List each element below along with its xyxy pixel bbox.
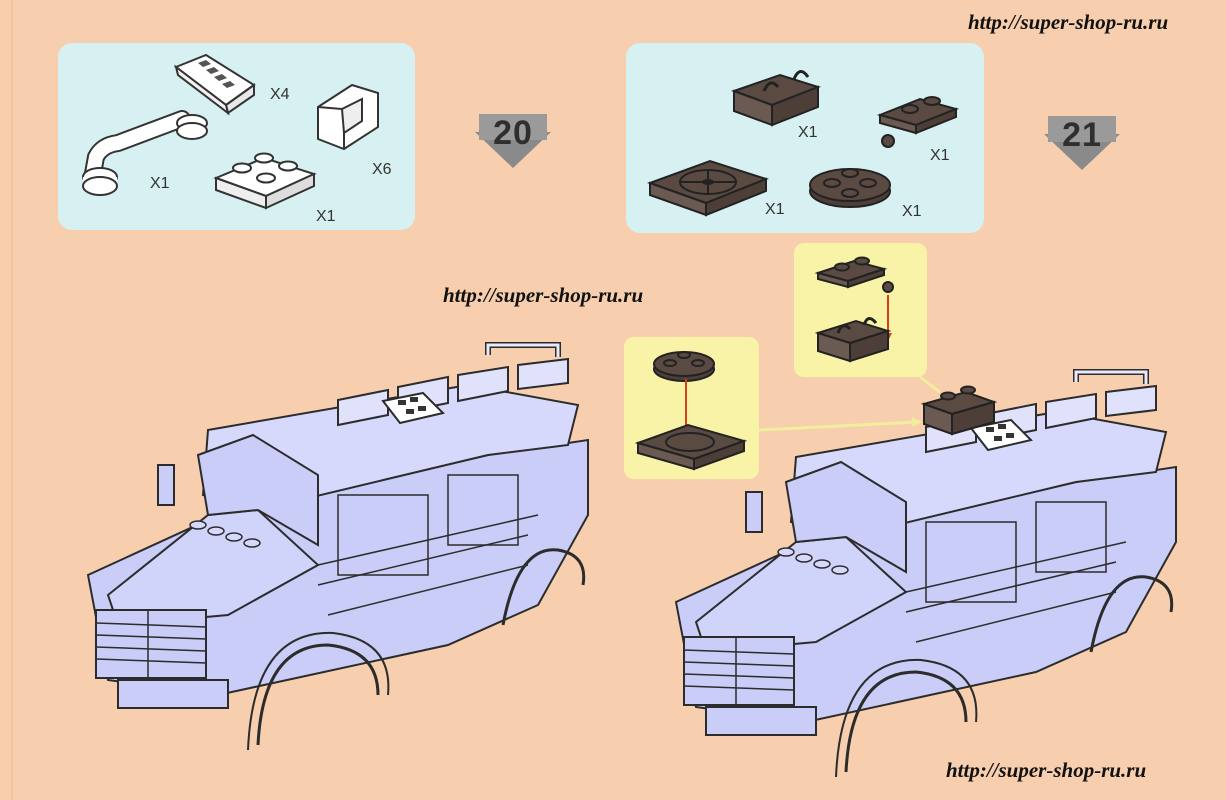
step-20-number: 20 [493, 114, 533, 152]
step20-parts-art [82, 53, 379, 210]
part-count-round-plate: X1 [902, 203, 922, 220]
step21-model [676, 372, 1176, 777]
step-21-number: 21 [1062, 116, 1102, 154]
part-count-hinge-brick: X1 [798, 124, 818, 141]
step21-new-parts-on-roof [920, 385, 998, 436]
step-21-indicator: 21 [1036, 110, 1128, 190]
hinge-brick-icon [731, 70, 822, 127]
plate-1x2-clip-icon [876, 96, 960, 148]
plate-2x2-icon [213, 152, 317, 210]
step20-parts-panel: X4 X1 X6 X1 [58, 43, 415, 230]
part-count-turntable: X1 [765, 201, 785, 218]
watermark-url-bottom[interactable]: http://super-shop-ru.ru [946, 758, 1147, 782]
slope-grille-brick-icon [173, 53, 256, 116]
part-count-slope-grille: X4 [270, 86, 290, 103]
watermark-url-middle[interactable]: http://super-shop-ru.ru [443, 283, 644, 307]
part-count-bar-handle: X1 [150, 175, 170, 192]
callout-turntable-assembly [624, 337, 759, 479]
callout-hinge-assembly [794, 243, 927, 377]
windscreen-slope-icon [317, 83, 379, 151]
turntable-base-icon [647, 159, 769, 217]
step21-parts-panel: X1 X1 X1 X1 [626, 43, 984, 233]
step20-model [88, 345, 588, 750]
step21-slope-grille [969, 418, 1033, 452]
callout-pointer-hinge [919, 375, 941, 394]
step-20-indicator: 20 [467, 108, 559, 188]
part-count-windscreen: X6 [372, 161, 392, 178]
part-count-plate-clip: X1 [930, 147, 950, 164]
step21-parts-art [647, 70, 960, 217]
callout-pointer-turntable [758, 420, 917, 432]
part-count-plate-2x2: X1 [316, 208, 336, 225]
round-plate-icon [809, 168, 891, 208]
bar-handle-icon [82, 110, 208, 196]
watermark-url-top[interactable]: http://super-shop-ru.ru [968, 10, 1169, 34]
step20-slope-grille-added [381, 391, 445, 425]
